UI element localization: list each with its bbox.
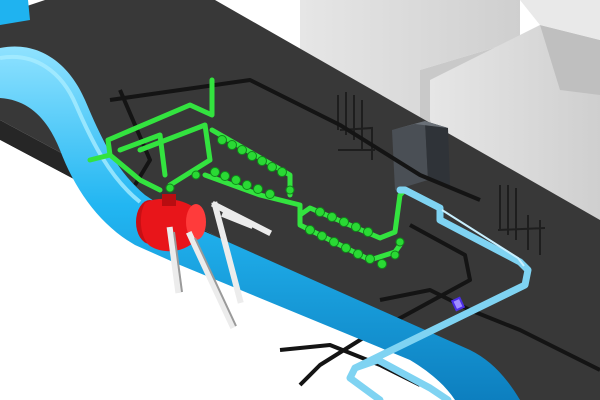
manifold-right-upper xyxy=(315,207,373,237)
valve-r11 xyxy=(365,254,375,264)
manifold-right-lower xyxy=(305,225,387,269)
valve-r12 xyxy=(377,259,387,269)
valve-u7 xyxy=(277,167,287,177)
valve-flange-right xyxy=(186,204,206,240)
electrical-junction-box xyxy=(392,121,450,190)
valve-u1 xyxy=(217,135,227,145)
valve-m3 xyxy=(231,175,241,185)
valve-u6 xyxy=(267,162,277,172)
valve-u3 xyxy=(237,145,247,155)
valve-r3 xyxy=(339,217,349,227)
valve-s1 xyxy=(191,170,201,180)
valve-r8 xyxy=(329,237,339,247)
tank-right-cap xyxy=(520,0,600,40)
tank-legs-left xyxy=(337,92,375,160)
manifold-middle xyxy=(210,167,275,199)
valve-m6 xyxy=(265,189,275,199)
valve-s4 xyxy=(390,250,400,260)
main-pipe-top-stub xyxy=(0,0,30,25)
support-diagonal xyxy=(221,211,254,229)
secondary-pipe-branch xyxy=(351,356,452,400)
pipe-support-frame-shadow xyxy=(173,231,237,327)
green-line-riser xyxy=(105,77,215,158)
tank-leg-supports xyxy=(337,92,546,255)
valve-s2 xyxy=(285,185,295,195)
support-shadow-2 xyxy=(194,237,237,327)
support-shadow-1 xyxy=(173,231,183,293)
green-line-feed xyxy=(87,152,163,193)
flange-marker-accent xyxy=(453,299,463,309)
green-line-second-manifold xyxy=(297,187,408,241)
tank-right-shade xyxy=(540,25,600,95)
valve-r6 xyxy=(305,225,315,235)
junction-box-side xyxy=(425,121,450,186)
valve-u2 xyxy=(227,140,237,150)
valve-u5 xyxy=(257,156,267,166)
main-pipe-body xyxy=(0,46,520,400)
junction-box-front xyxy=(392,121,428,190)
junction-box-top xyxy=(392,121,448,130)
valve-r2 xyxy=(327,212,337,222)
valve-m1 xyxy=(210,167,220,177)
secondary-pipeline-highlight xyxy=(441,209,525,267)
secondary-pipe-highlight-line xyxy=(441,209,525,267)
valve-r7 xyxy=(317,231,327,241)
conduit-3 xyxy=(379,288,600,372)
valve-m2 xyxy=(220,171,230,181)
green-line-branch-a xyxy=(137,122,213,188)
flange-marker xyxy=(450,296,466,312)
support-brace xyxy=(211,201,244,304)
green-line-lower-run xyxy=(202,172,303,218)
valve-m4 xyxy=(242,180,252,190)
control-valve xyxy=(136,194,206,252)
support-leg-left xyxy=(166,226,182,294)
valve-actuator xyxy=(162,194,176,206)
valve-s5 xyxy=(165,183,175,193)
conduit-2 xyxy=(298,223,472,387)
valve-m5 xyxy=(253,184,263,194)
conduit-1 xyxy=(109,78,481,202)
manifold-singles xyxy=(165,170,405,260)
main-pipe-highlight xyxy=(0,54,142,204)
valve-u4 xyxy=(247,151,257,161)
valve-r5 xyxy=(363,227,373,237)
tank-legs-right xyxy=(497,185,546,255)
manifold-upper xyxy=(217,135,287,177)
valve-r9 xyxy=(341,243,351,253)
green-valve-manifolds xyxy=(165,135,405,269)
valve-s3 xyxy=(395,237,405,247)
valve-r10 xyxy=(353,249,363,259)
pipe-support-frame xyxy=(166,200,273,329)
valve-body xyxy=(140,198,200,252)
valve-r4 xyxy=(351,222,361,232)
valve-r1 xyxy=(315,207,325,217)
green-line-branch-b xyxy=(117,132,168,178)
main-pipeline xyxy=(0,0,520,400)
ground-conduits xyxy=(109,78,600,387)
support-leg-mid xyxy=(186,231,236,329)
conduit-5 xyxy=(118,89,152,187)
